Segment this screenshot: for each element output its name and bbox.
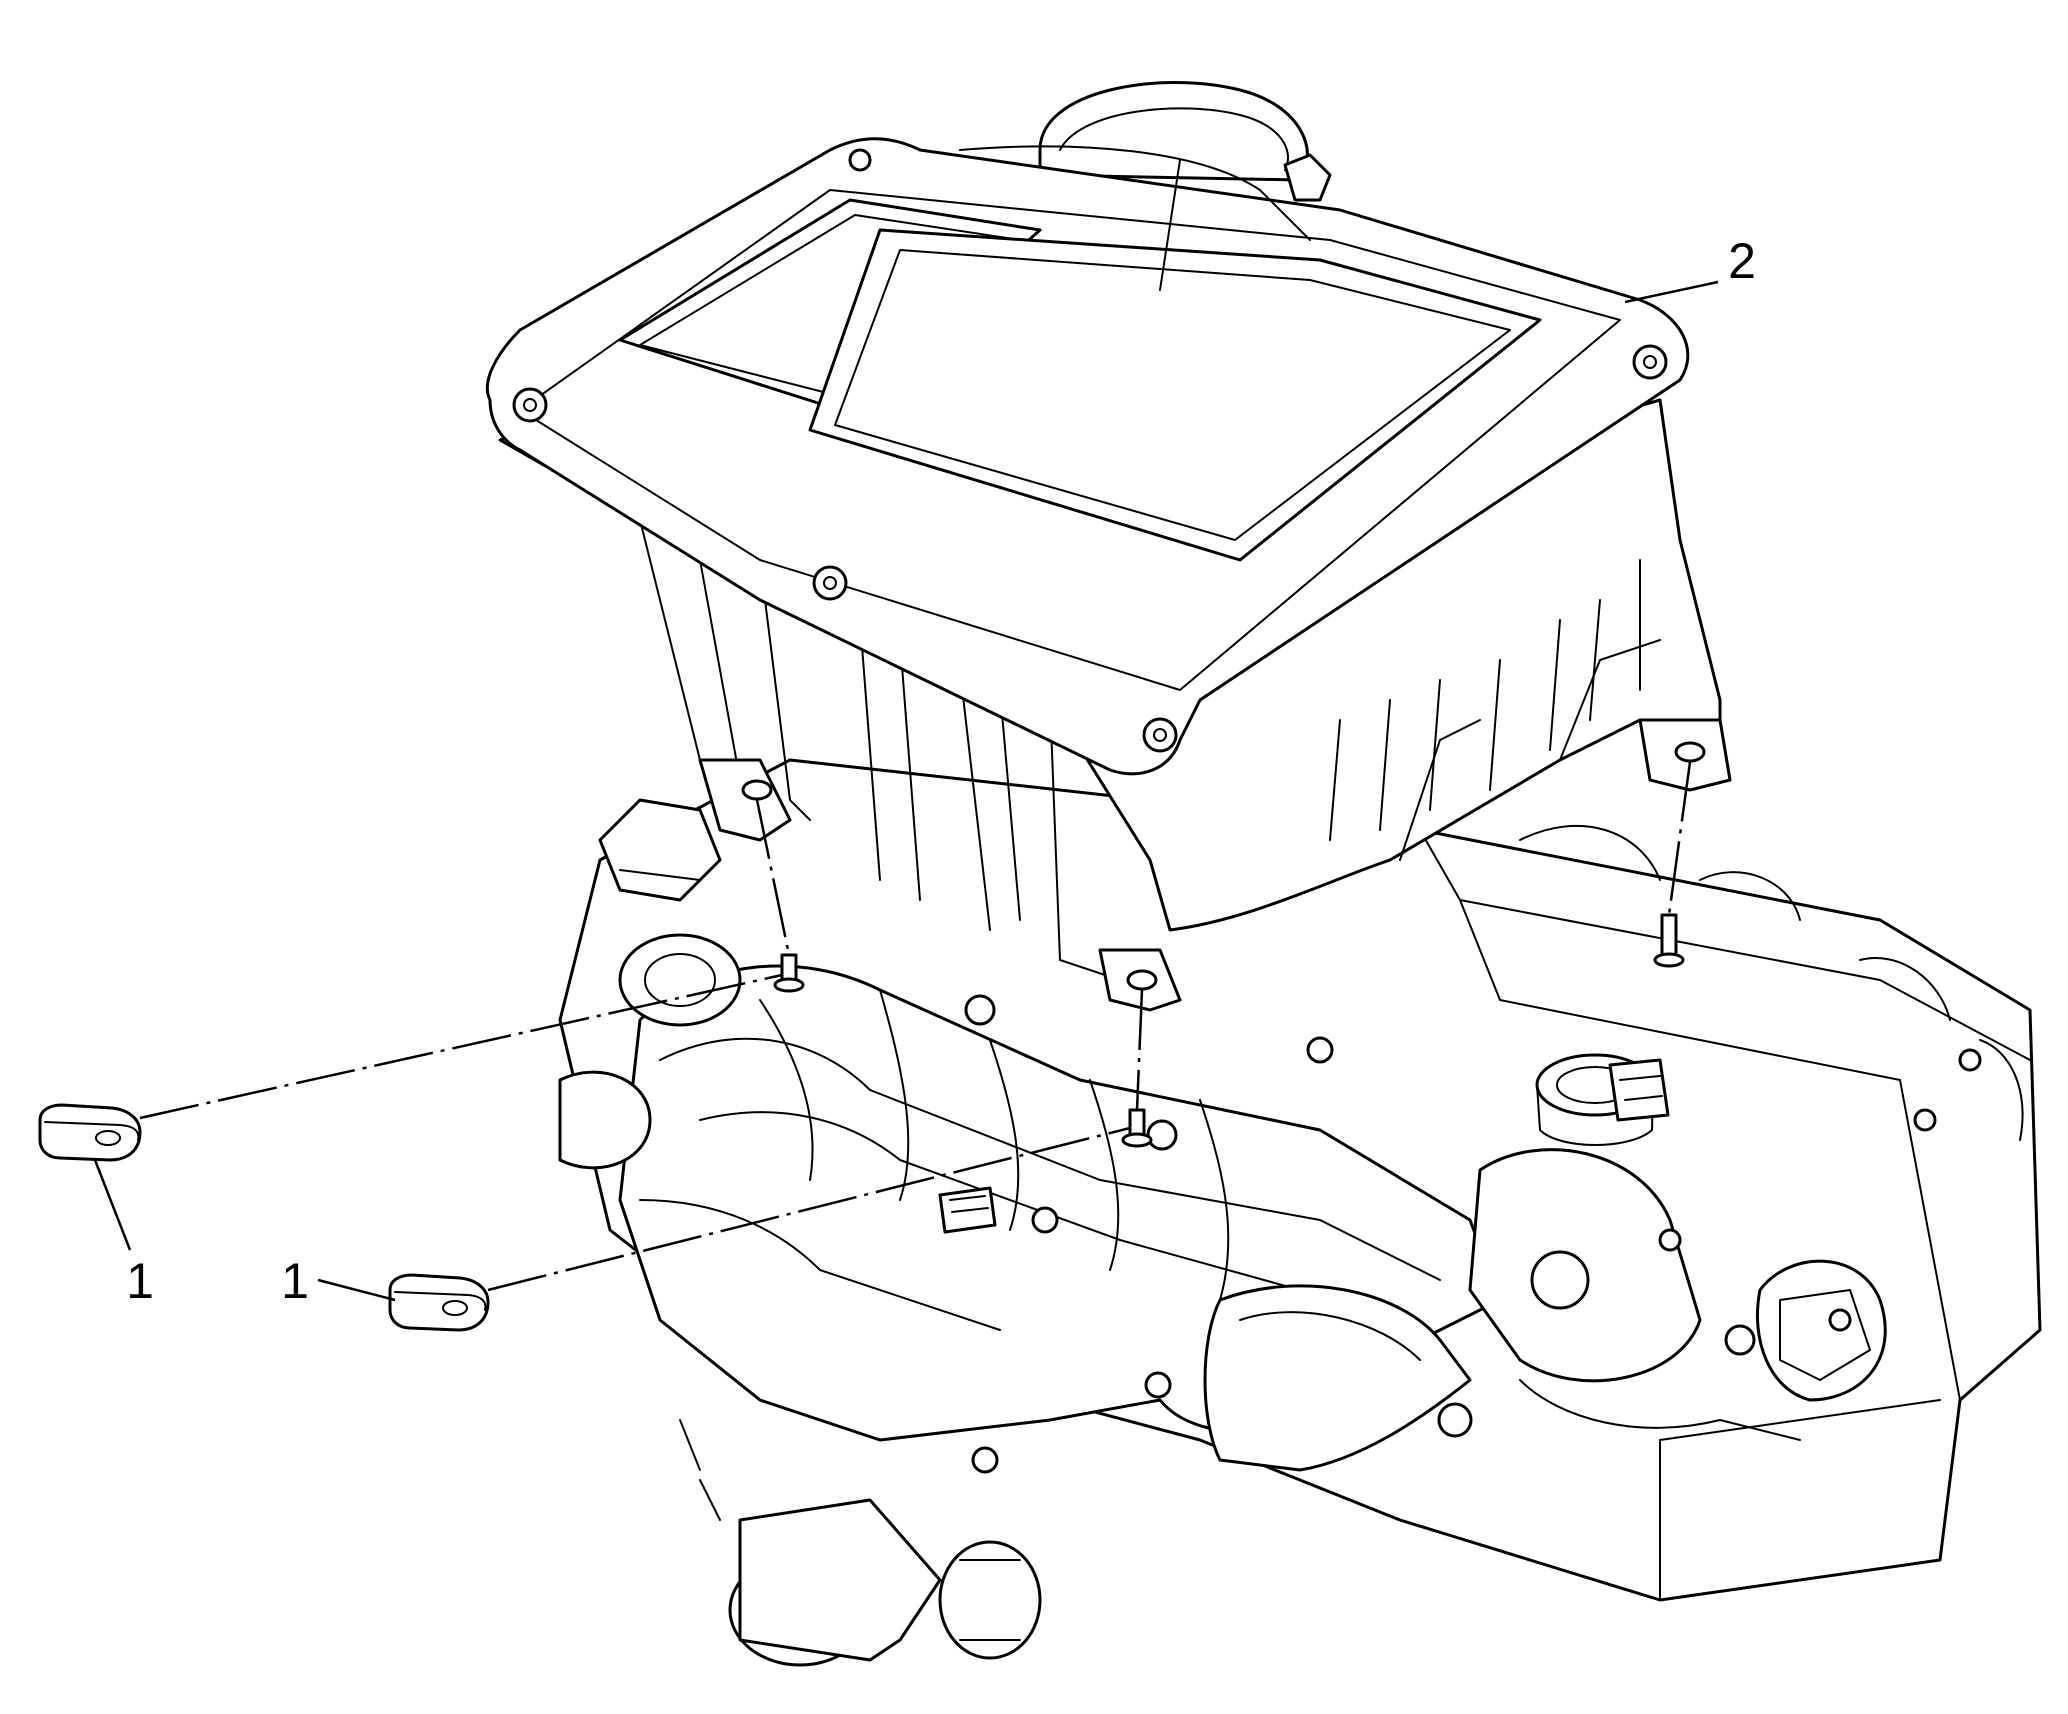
retaining-clip-right	[388, 1273, 490, 1332]
mounting-stud-center	[1121, 1108, 1153, 1148]
mounting-stud-left	[773, 953, 805, 993]
callout-clip-left-label: 1	[126, 1253, 154, 1309]
assembly-lines	[139, 761, 1692, 1292]
leader-clip-left	[93, 1159, 132, 1251]
callout-clip-right-label: 1	[281, 1253, 309, 1309]
retaining-clip-left	[38, 1103, 142, 1162]
mounting-stud-right	[1653, 913, 1685, 968]
throttle-body	[679, 1419, 1042, 1667]
callout-air-cleaner-label: 2	[1728, 233, 1756, 289]
leader-air-cleaner	[1624, 280, 1719, 304]
engine-intake-manifold	[558, 758, 2042, 1667]
callout-leaders	[93, 280, 1719, 1302]
air-cleaner-assembly	[485, 81, 1732, 1012]
leader-clip-right	[317, 1278, 396, 1302]
